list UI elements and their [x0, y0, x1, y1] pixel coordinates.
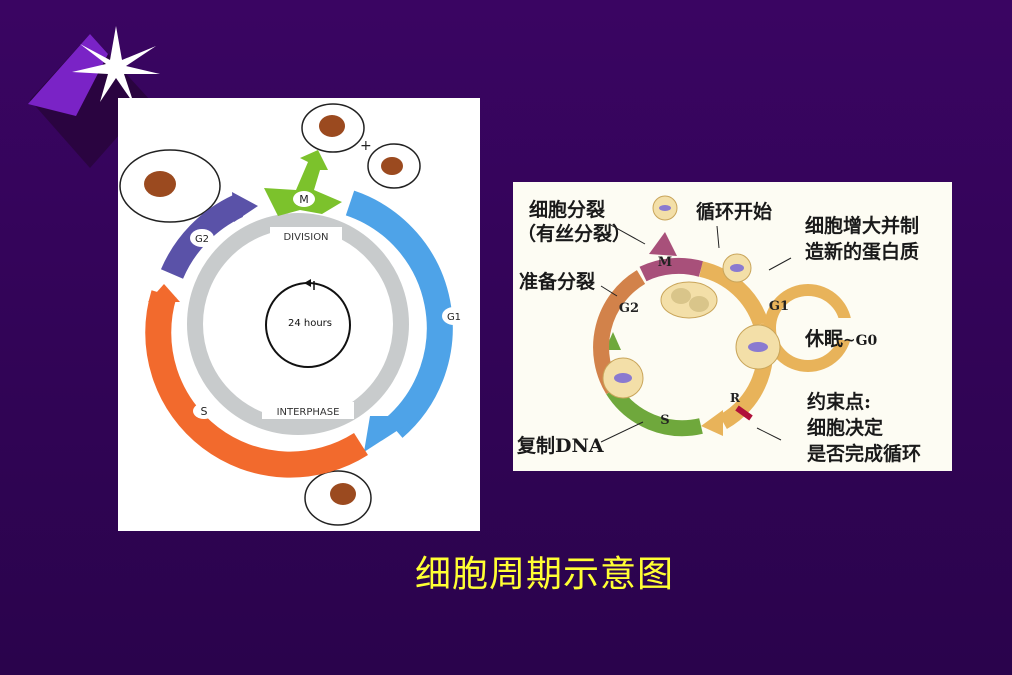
- cell-g1-top: [722, 253, 752, 283]
- cell-g1-large: [735, 324, 781, 370]
- s-arrowhead: [148, 284, 180, 302]
- restriction-mark: [735, 405, 753, 421]
- phase-s: S: [660, 413, 669, 428]
- s-arrowhead: [605, 332, 621, 350]
- svg-text:G1: G1: [447, 312, 461, 323]
- m-badge: M: [293, 191, 315, 207]
- leader-prepare: [600, 285, 618, 297]
- cell-mitosis: [660, 281, 718, 319]
- cell-m-top: [652, 195, 678, 221]
- g1-arrowhead: [701, 410, 723, 436]
- leader-division: [608, 223, 646, 245]
- g0-label-bg: [797, 318, 853, 340]
- m-arrowhead: [649, 232, 677, 256]
- leader-cycle-start: [716, 225, 720, 249]
- m-arrow: [264, 150, 342, 216]
- leader-restriction: [756, 427, 782, 441]
- label-cell-division: 细胞分裂: [529, 199, 606, 221]
- diamond-highlight: [28, 34, 108, 116]
- phase-g2: G2: [619, 301, 639, 316]
- g1-segment-top: [698, 261, 769, 327]
- phase-g1: G1: [769, 299, 789, 314]
- leader-dna: [600, 421, 644, 443]
- svg-text:G2: G2: [195, 234, 209, 245]
- cell-top-left: [119, 149, 221, 223]
- label-grow-2: 造新的蛋白质: [805, 241, 920, 263]
- g1-badge: G1: [442, 307, 466, 325]
- label-dormant: 休眠~G0: [805, 328, 878, 350]
- label-replicate-dna: 复制DNA: [517, 435, 604, 457]
- label-restriction-3: 是否完成循环: [807, 443, 922, 465]
- s-badge: S: [193, 403, 215, 419]
- right-cell-cycle-diagram: M G2 G1 S R 细胞分裂 （有丝分裂） 循环开始 细胞增大并制 造新的蛋…: [513, 182, 952, 471]
- label-grow-1: 细胞增大并制: [805, 215, 920, 237]
- inner-ring: [187, 213, 409, 435]
- label-prepare-division: 准备分裂: [519, 271, 596, 293]
- g1-arrowhead: [364, 416, 420, 452]
- clock-arrow-icon: [304, 279, 311, 287]
- svg-text:M: M: [299, 193, 309, 206]
- cell-s: [602, 357, 644, 399]
- division-label-bg: [270, 227, 342, 244]
- leader-grow: [768, 257, 792, 271]
- s-arrow: [145, 290, 368, 478]
- g2-arrowhead: [232, 192, 258, 222]
- cell-top-mid: [301, 103, 365, 153]
- starburst-icon: [72, 26, 160, 104]
- phase-r: R: [730, 391, 741, 405]
- label-cycle-start: 循环开始: [696, 201, 773, 223]
- interphase-label: INTERPHASE: [277, 407, 340, 418]
- m-segment: [639, 257, 704, 282]
- cell-top-right: [367, 143, 421, 189]
- g1-arrow: [345, 190, 453, 438]
- interphase-label-bg: [262, 402, 354, 419]
- svg-text:S: S: [201, 405, 208, 418]
- g2-badge: G2: [190, 229, 214, 247]
- cell-bottom: [304, 470, 372, 526]
- label-restriction-2: 细胞决定: [807, 417, 884, 439]
- label-mitosis: （有丝分裂）: [517, 223, 632, 245]
- center-label: 24 hours: [288, 318, 332, 329]
- slide-decoration: [28, 26, 160, 168]
- phase-m: M: [658, 255, 672, 270]
- left-cell-cycle-diagram: + M G2 G1 S DIV: [118, 98, 480, 531]
- slide-title: 细胞周期示意图: [415, 554, 675, 595]
- division-label: DIVISION: [283, 232, 328, 243]
- label-restriction-1: 约束点:: [807, 391, 872, 413]
- plus-sign: +: [360, 138, 372, 154]
- s-segment: [606, 385, 703, 437]
